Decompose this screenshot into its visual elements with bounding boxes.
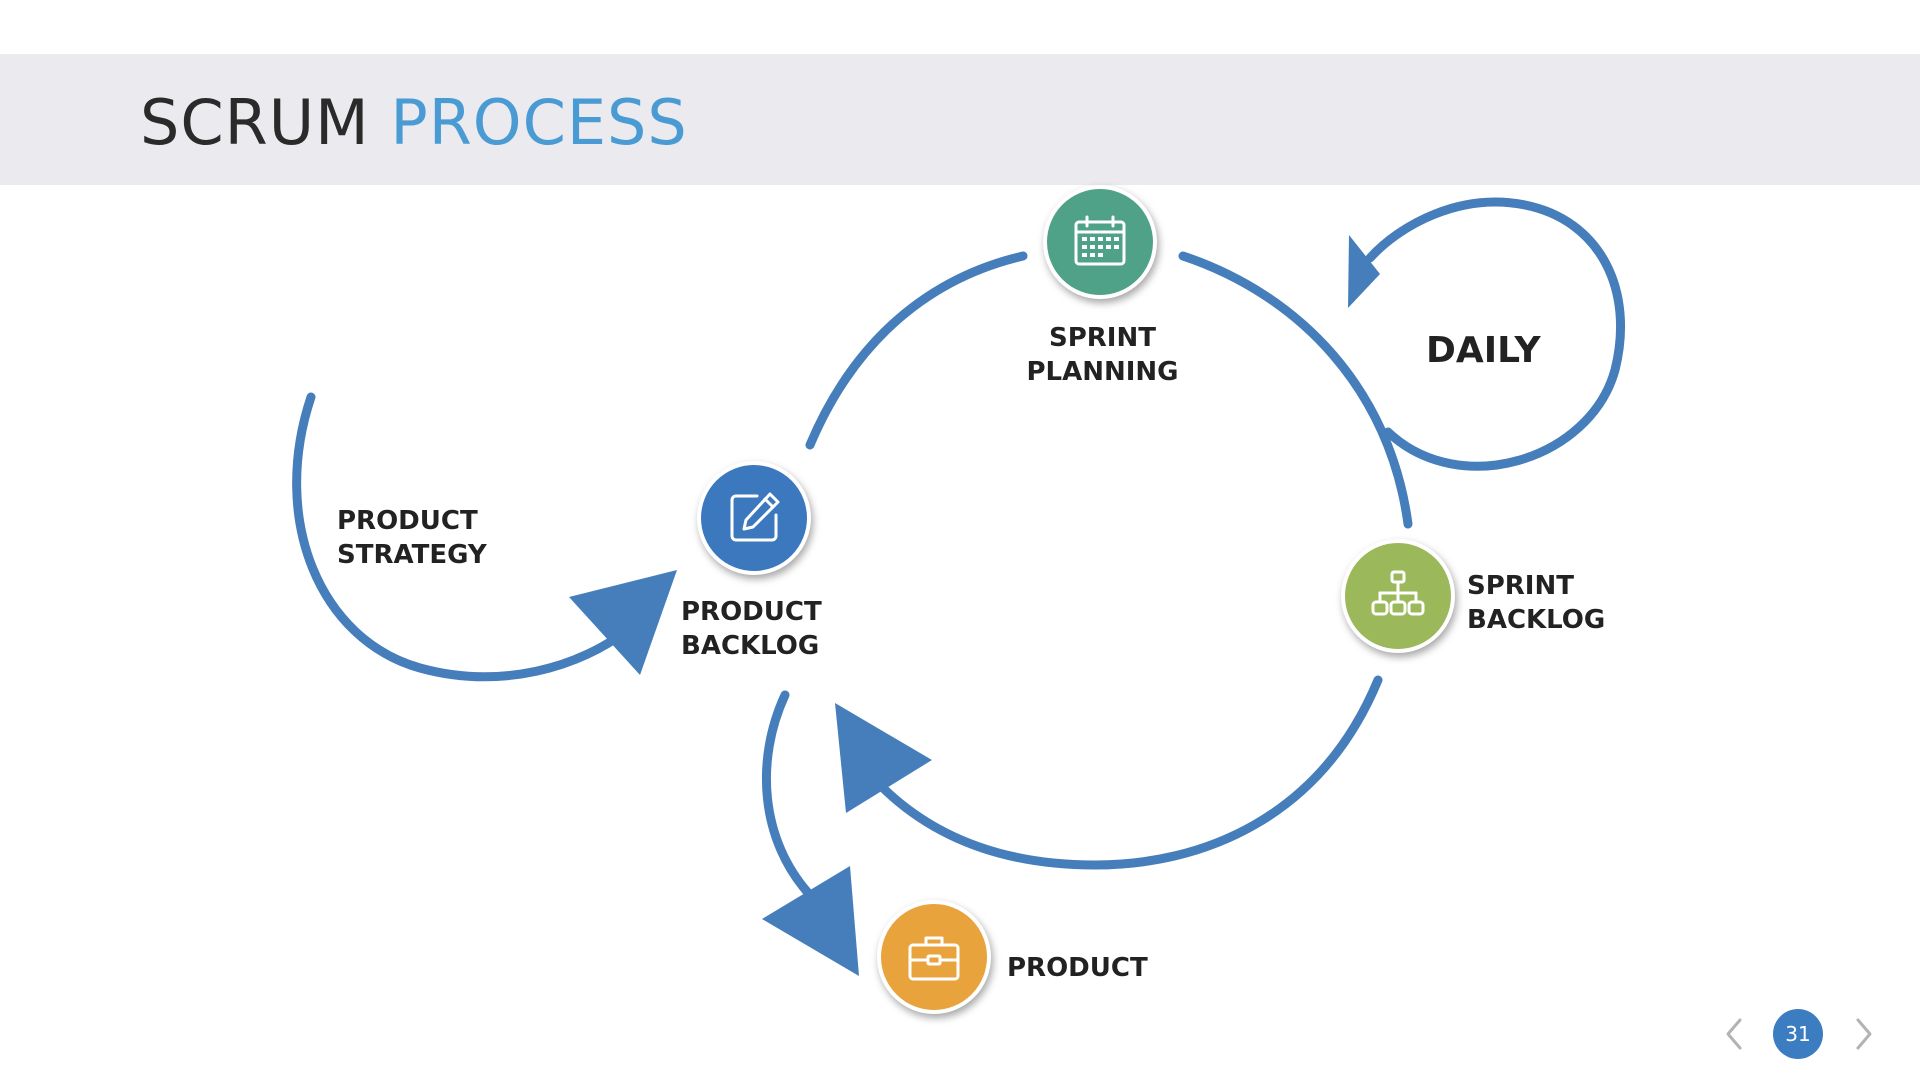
title-word-process: PROCESS	[390, 86, 688, 159]
slide-title: SCRUM PROCESS	[140, 84, 688, 162]
briefcase-icon	[904, 927, 964, 987]
arc-sprint-backlog-to-backlog	[875, 675, 1383, 870]
label-line: PRODUCT	[681, 597, 822, 627]
label-line: BACKLOG	[681, 631, 820, 661]
label-daily: DAILY	[1426, 330, 1541, 371]
header-band	[0, 54, 1920, 185]
label-line: STRATEGY	[337, 540, 487, 570]
label-product: PRODUCT	[1007, 953, 1148, 983]
label-line: PRODUCT	[337, 506, 478, 536]
label-sprint-planning: SPRINT PLANNING	[1000, 321, 1205, 389]
next-slide-button[interactable]	[1848, 1016, 1878, 1052]
label-line: PLANNING	[1026, 357, 1179, 387]
previous-slide-button[interactable]	[1720, 1016, 1750, 1052]
chevron-left-icon	[1726, 1018, 1742, 1050]
arrowhead-sprint-backlog-to-backlog	[835, 703, 932, 813]
label-product-strategy: PRODUCT STRATEGY	[337, 504, 487, 572]
label-sprint-backlog: SPRINT BACKLOG	[1467, 569, 1605, 637]
daily-loop	[1365, 197, 1626, 471]
arc-planning-to-sprint-backlog	[1178, 251, 1413, 529]
label-product-backlog: PRODUCT BACKLOG	[681, 595, 822, 663]
arc-backlog-to-planning	[805, 251, 1028, 450]
label-line: SPRINT	[1049, 323, 1156, 353]
edit-icon	[724, 488, 784, 548]
product-backlog-node	[697, 461, 811, 575]
sprint-backlog-node	[1341, 539, 1455, 653]
arc-strategy-to-backlog	[292, 392, 635, 682]
label-line: SPRINT	[1467, 571, 1574, 601]
arrowhead-daily-loop	[1348, 235, 1380, 308]
page-number-badge: 31	[1773, 1009, 1823, 1059]
sprint-planning-node	[1043, 185, 1157, 299]
title-word-scrum: SCRUM	[140, 86, 370, 159]
arrowhead-backlog-to-product	[762, 866, 859, 976]
hierarchy-icon	[1368, 566, 1428, 626]
calendar-icon	[1070, 212, 1130, 272]
chevron-right-icon	[1856, 1018, 1872, 1050]
arrowhead-strategy-to-backlog	[569, 570, 677, 675]
arc-backlog-to-product	[762, 690, 815, 900]
product-node	[877, 900, 991, 1014]
label-line: BACKLOG	[1467, 605, 1606, 635]
